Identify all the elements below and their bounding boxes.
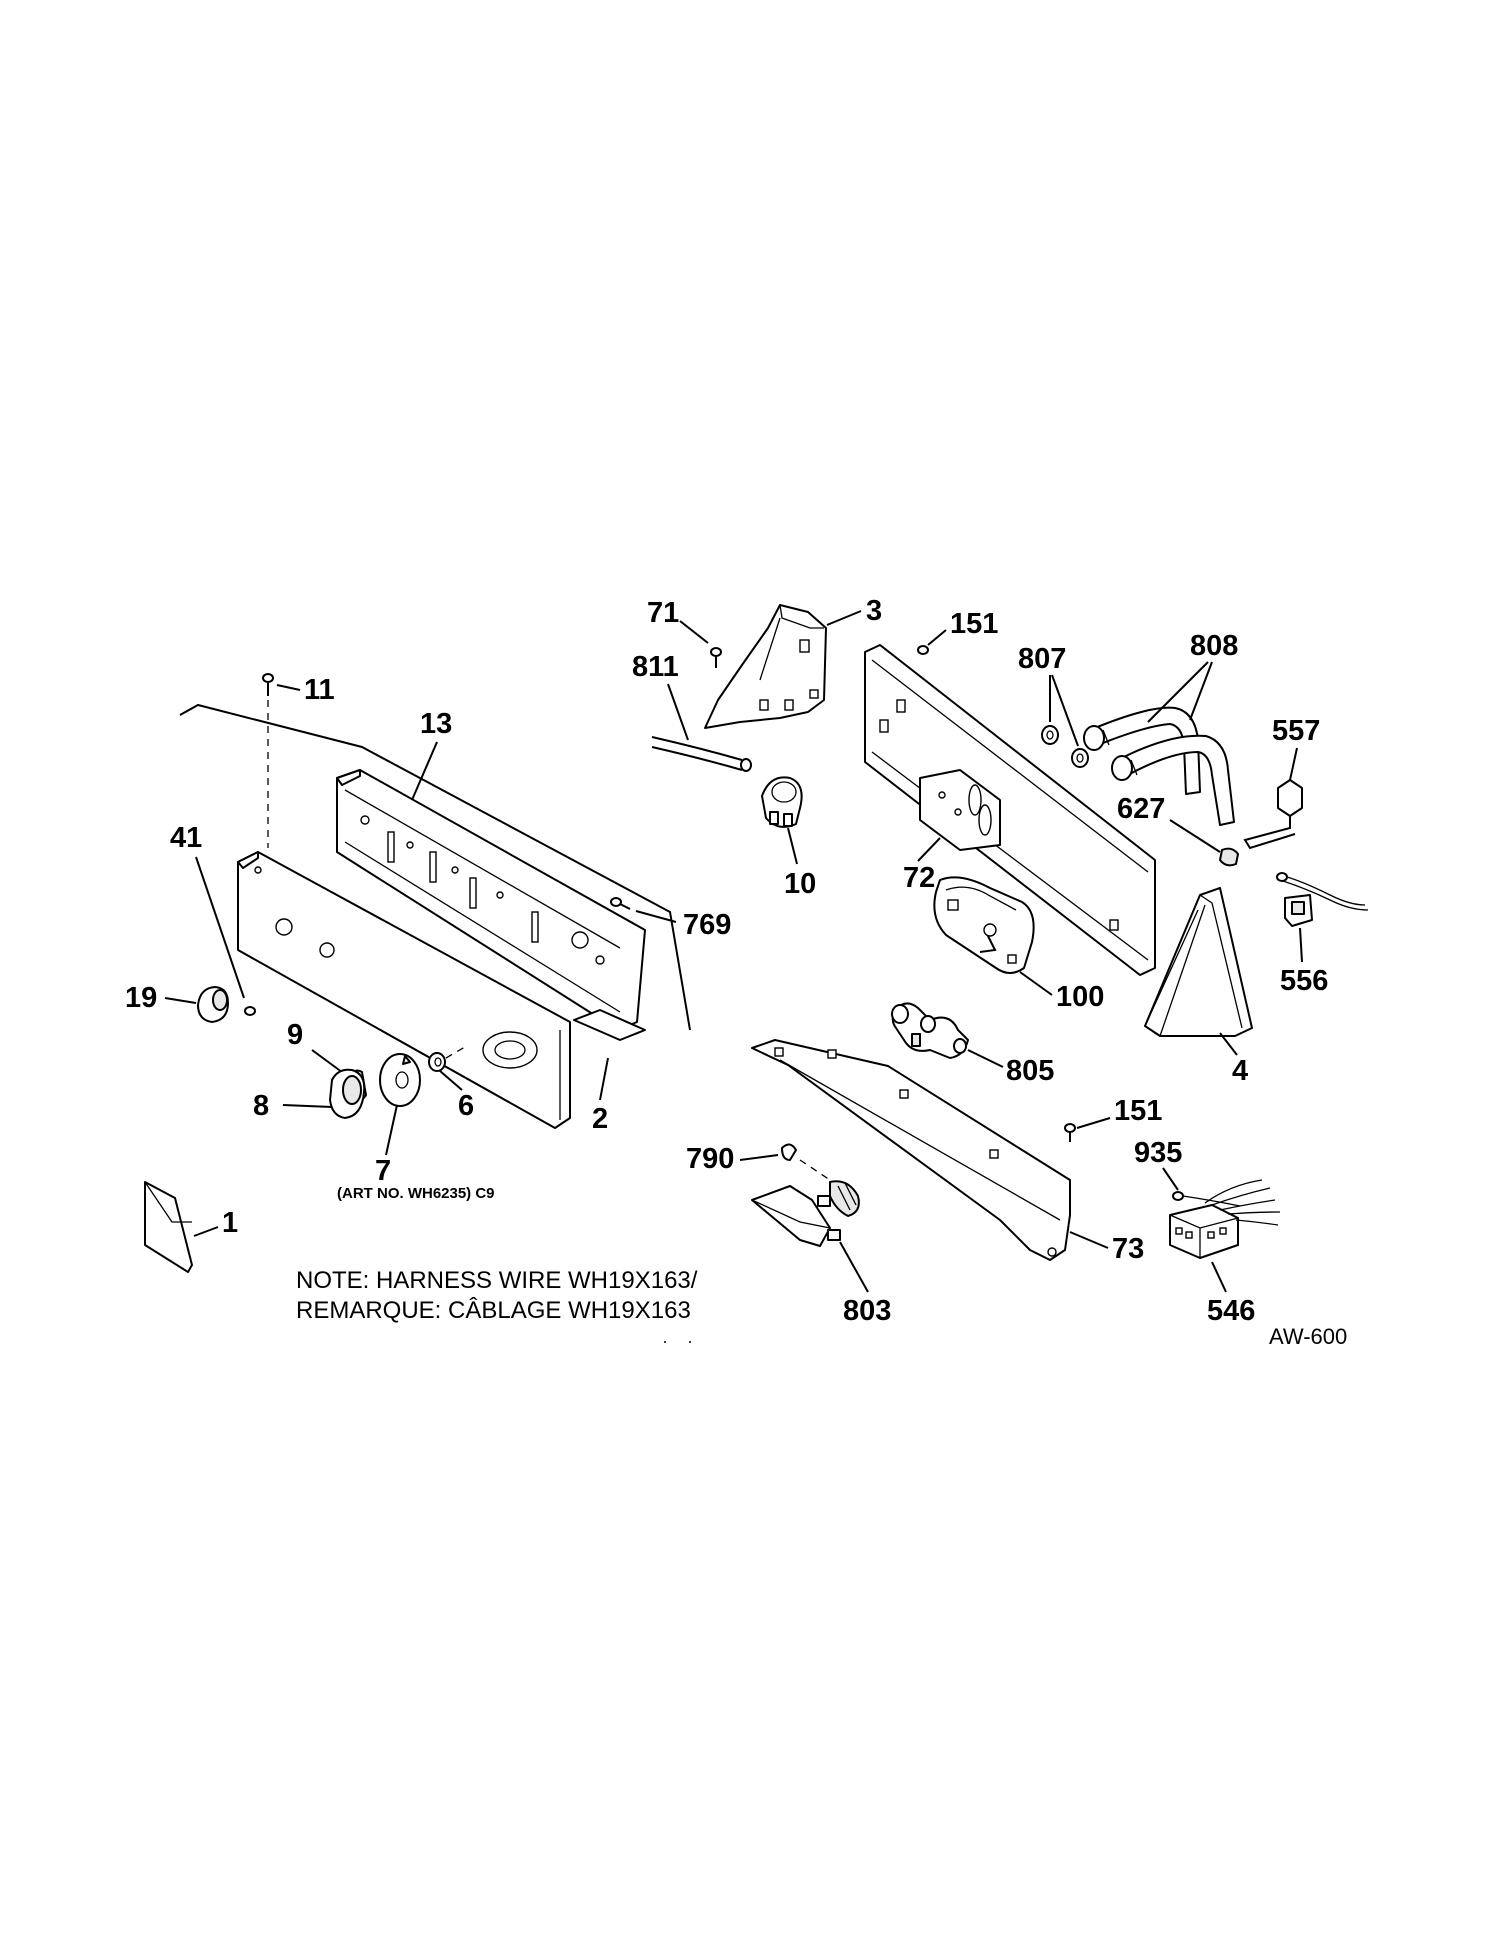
wiring-harness-546 (1169, 1179, 1281, 1259)
dial-skirt-7 (379, 1053, 421, 1107)
fill-hoses-808 (1083, 706, 1235, 826)
nut-6 (428, 1052, 446, 1072)
washers-807 (1041, 725, 1089, 768)
callout-556: 556 (1280, 965, 1328, 997)
callout-803: 803 (843, 1295, 891, 1327)
callout-151-lower: 151 (1114, 1095, 1162, 1127)
callout-6: 6 (458, 1090, 474, 1122)
callout-627: 627 (1117, 793, 1165, 825)
callout-4: 4 (1232, 1055, 1248, 1087)
callout-9: 9 (287, 1019, 303, 1051)
screw-151-top (917, 645, 929, 655)
stray-mark-left (664, 1341, 666, 1343)
callout-11: 11 (304, 674, 335, 706)
callout-41: 41 (170, 822, 202, 854)
callout-805: 805 (1006, 1055, 1054, 1087)
callout-151-top: 151 (950, 608, 998, 640)
callout-807: 807 (1018, 643, 1066, 675)
callout-8: 8 (253, 1090, 269, 1122)
callout-73: 73 (1112, 1233, 1144, 1265)
callout-7: 7 (375, 1155, 391, 1187)
screw-151-lower (1064, 1123, 1076, 1142)
note-line-2: REMARQUE: CÂBLAGE WH19X163 (296, 1297, 691, 1324)
callout-769: 769 (683, 909, 731, 941)
timer-bracket-3 (704, 604, 827, 729)
callout-790: 790 (686, 1143, 734, 1175)
callout-13: 13 (420, 708, 452, 740)
knob-19 (197, 986, 229, 1023)
callout-546: 546 (1207, 1295, 1255, 1327)
wire-935 (1172, 1191, 1241, 1207)
sensor-557 (1243, 779, 1303, 850)
art-number-label: (ART NO. WH6235) C9 (337, 1185, 495, 1202)
screw-71 (710, 647, 722, 668)
clip-790 (781, 1143, 797, 1161)
literature-packet-1 (144, 1181, 193, 1273)
front-control-panel-2 (237, 851, 571, 1129)
rear-control-panel-72 (864, 644, 1156, 976)
note-line-1: NOTE: HARNESS WIRE WH19X163/ (296, 1267, 698, 1294)
screw-769 (610, 897, 631, 910)
callout-3: 3 (866, 595, 882, 627)
knob-8 (329, 1068, 366, 1119)
callout-19: 19 (125, 982, 157, 1014)
callout-10: 10 (784, 868, 816, 900)
callout-72: 72 (903, 862, 935, 894)
stray-mark-right (689, 1341, 691, 1343)
control-panel-frame-13 (336, 769, 646, 1041)
clip-41 (244, 1006, 256, 1016)
callout-808: 808 (1190, 630, 1238, 662)
screw-11 (262, 673, 274, 696)
timer-100 (933, 876, 1035, 974)
callout-935: 935 (1134, 1137, 1182, 1169)
backsplash-outline (179, 703, 691, 1031)
callout-2: 2 (592, 1103, 608, 1135)
cover-803 (751, 1180, 860, 1247)
pressure-switch-10 (761, 776, 803, 828)
pressure-hose-811 (651, 736, 752, 772)
callout-71: 71 (647, 597, 679, 629)
callout-100: 100 (1056, 981, 1104, 1013)
harness-556 (1276, 872, 1369, 927)
callout-1: 1 (222, 1207, 238, 1239)
grommet-627 (1219, 847, 1239, 867)
callout-557: 557 (1272, 715, 1320, 747)
drawing-code: AW-600 (1269, 1324, 1347, 1349)
callout-811: 811 (632, 651, 679, 683)
lower-bracket-73 (751, 1039, 1071, 1261)
water-valve-805 (891, 1002, 969, 1059)
end-cap-4 (1144, 887, 1253, 1037)
